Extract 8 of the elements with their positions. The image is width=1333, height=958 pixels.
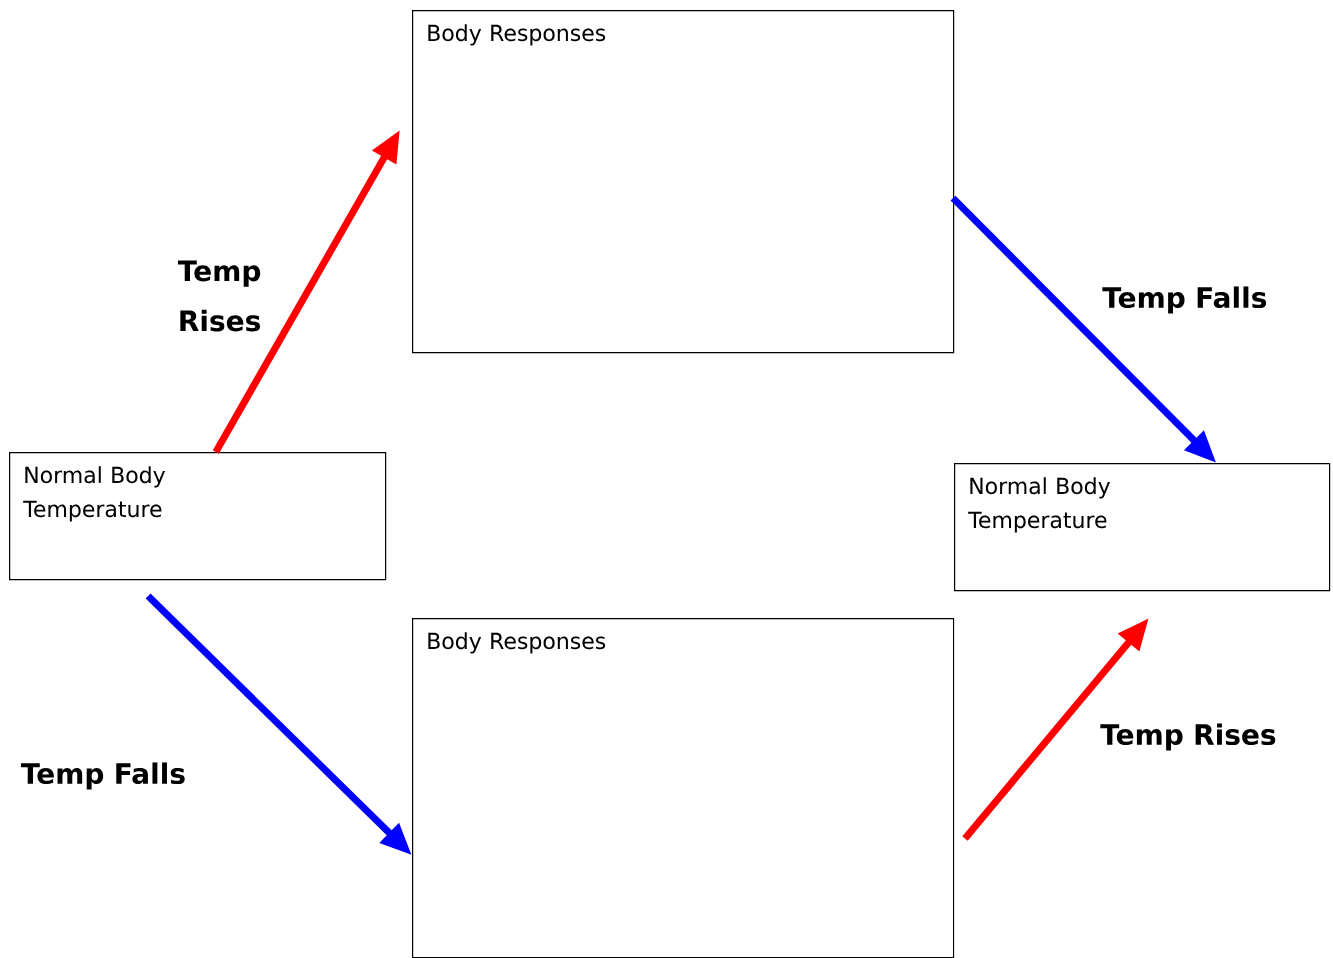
edge-label: Temp Falls xyxy=(20,762,185,790)
process-box: Body Responses xyxy=(412,10,955,354)
edge-label: Temp Falls xyxy=(1102,286,1267,314)
process-box: Normal Body Temperature xyxy=(9,452,387,581)
edge-label: Temp Rises xyxy=(177,260,261,332)
edge-label: Temp Rises xyxy=(1100,723,1276,751)
process-box: Body Responses xyxy=(412,618,955,958)
process-box: Normal Body Temperature xyxy=(954,463,1331,592)
